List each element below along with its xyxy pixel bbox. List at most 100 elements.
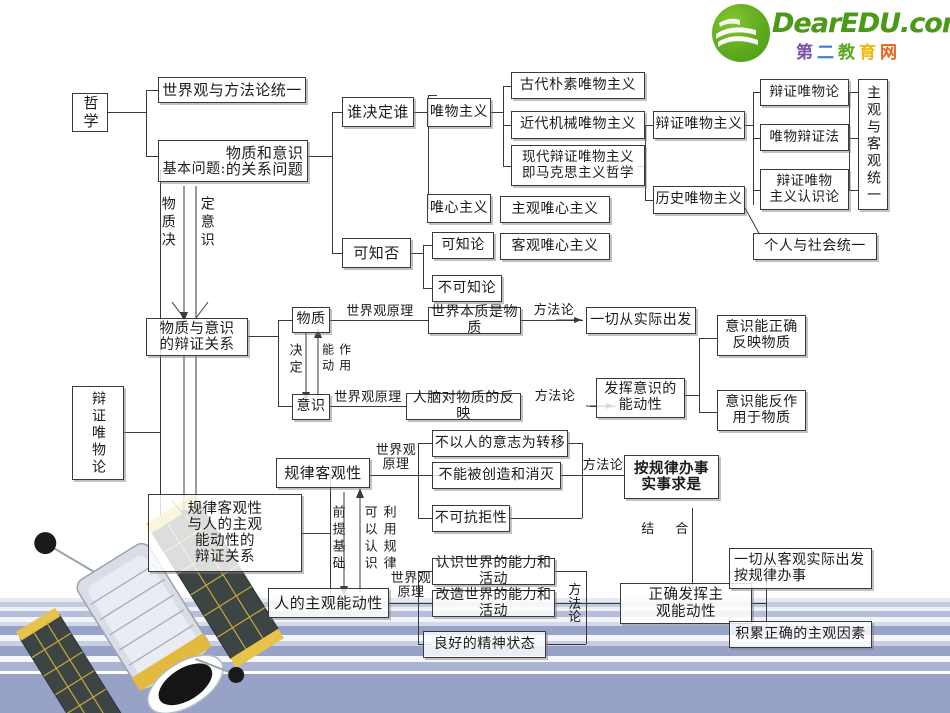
node-consciousness-reacts-on-matter[interactable]: 意识能反作 用于物质 [717, 390, 806, 431]
node-world-essence-is-matter[interactable]: 世界本质是物质 [428, 304, 521, 335]
node-not-transfer-by-will[interactable]: 不以人的意志为转移 [432, 430, 568, 457]
node-knowable-question[interactable]: 可知否 [342, 238, 411, 268]
connector [332, 253, 342, 254]
connector [428, 95, 437, 96]
connector [370, 475, 442, 476]
edge-label-worldview-principle-2: 世界观原理 [334, 390, 402, 405]
connector [330, 320, 428, 321]
logo-cn-char: 育 [859, 43, 880, 63]
node-act-by-law-seek-truth[interactable]: 按规律办事 实事求是 [624, 455, 719, 499]
connector [332, 112, 333, 253]
node-worldview-method-unity[interactable]: 世界观与方法论统一 [158, 77, 306, 103]
connector [418, 475, 432, 476]
node-consciousness[interactable]: 意识 [292, 394, 330, 420]
connector [124, 432, 160, 433]
node-knowable-theory[interactable]: 可知论 [432, 232, 494, 259]
node-cannot-be-created-destroyed[interactable]: 不能被创造和消灭 [432, 462, 561, 489]
node-good-spirit-state[interactable]: 良好的精神状态 [423, 631, 546, 658]
connector [418, 518, 432, 519]
node-philosophy[interactable]: 哲学 [72, 93, 108, 132]
node-brain-reflection-of-matter[interactable]: 人脑对物质的反映 [406, 390, 521, 421]
logo-wordmark: DearEDU.com [772, 8, 950, 39]
connector [278, 406, 292, 407]
node-materialist-dialectics[interactable]: 唯物辩证法 [760, 124, 849, 151]
edge-label-use-law: 利用规律 [380, 505, 396, 573]
edge-label-premise-basis: 前提基础 [329, 505, 345, 573]
node-modern-mechanical-materialism[interactable]: 近代机械唯物主义 [511, 111, 645, 139]
connector [568, 443, 582, 444]
connector [555, 571, 586, 572]
connector [685, 395, 699, 396]
node-dialectical-materialism-left[interactable]: 辩证唯物论 [72, 386, 124, 480]
node-consciousness-reflects-matter[interactable]: 意识能正确 反映物质 [717, 315, 806, 356]
node-dm-epistemology[interactable]: 辩证唯物 主义认识论 [760, 169, 849, 210]
connector [418, 443, 432, 444]
connector [491, 112, 503, 113]
node-modern-dialectical-materialism[interactable]: 现代辩证唯物主义 即马克思主义哲学 [511, 145, 645, 186]
connector [146, 90, 158, 91]
connector [278, 320, 292, 321]
connector [582, 475, 624, 476]
edge-label-worldview-principle-1: 世界观原理 [346, 304, 414, 319]
connector [753, 190, 760, 191]
node-law-objectivity[interactable]: 规律客观性 [276, 458, 370, 488]
connector [753, 92, 760, 93]
node-accumulate-subjective-factors[interactable]: 积累正确的主观因素 [729, 621, 872, 648]
connector [503, 125, 511, 126]
deardu-logo: DearEDU.com 第二教育网 [710, 2, 950, 64]
node-individual-society-unity[interactable]: 个人与社会统一 [753, 233, 877, 260]
connector [692, 508, 693, 590]
node-human-initiative[interactable]: 人的主观能动性 [268, 588, 389, 618]
node-start-from-reality[interactable]: 一切从实际出发 [586, 307, 696, 334]
connector [753, 92, 754, 205]
node-matter[interactable]: 物质 [292, 307, 330, 333]
edge-label-worldview-principle-3: 世界观 原理 [375, 443, 417, 473]
logo-swoosh-icon [716, 18, 758, 47]
node-ancient-naive-materialism[interactable]: 古代朴素唯物主义 [511, 72, 645, 99]
connector [561, 475, 582, 476]
connector [753, 138, 760, 139]
node-from-objective-reality[interactable]: 一切从客观实际出发 按规律办事 [729, 548, 872, 589]
node-materialism[interactable]: 唯物主义 [427, 98, 491, 127]
connector [308, 156, 332, 157]
node-cognize-world-ability[interactable]: 认识世界的能力和活动 [432, 555, 555, 586]
connector [423, 245, 424, 288]
basic-question-body: 物质和意识 的关系问题 [225, 143, 304, 178]
node-basic-question[interactable]: 基本问题:物质和意识 的关系问题 [158, 140, 308, 182]
connector [555, 603, 586, 604]
connector [752, 603, 766, 604]
node-matter-consciousness-relation[interactable]: 物质与意识 的辩证关系 [146, 318, 248, 356]
edge-label-active-role-b: 作用 [337, 343, 352, 375]
connector [418, 571, 419, 644]
node-subjective-idealism[interactable]: 主观唯心主义 [500, 196, 610, 223]
node-irresistible[interactable]: 不可抗拒性 [432, 505, 510, 532]
connector [849, 92, 850, 190]
connector [302, 533, 330, 534]
connector [745, 125, 753, 126]
connector [332, 112, 342, 113]
edge-label-decides: 决定 [286, 343, 302, 377]
basic-question-prefix: 基本问题: [162, 161, 226, 178]
edge-label-can-cognize: 可以认识 [361, 505, 377, 573]
node-exert-initiative-correctly[interactable]: 正确发挥主 观能动性 [620, 583, 752, 624]
edge-label-worldview-principle-4: 世界观 原理 [390, 571, 432, 601]
connector [418, 443, 419, 518]
connector [582, 443, 583, 518]
node-exert-consciousness-initiative[interactable]: 发挥意识的 能动性 [596, 378, 685, 418]
node-transform-world-ability[interactable]: 改造世界的能力和活动 [432, 587, 555, 618]
connector [645, 125, 646, 200]
node-subjective-objective-unity[interactable]: 主观与客观统一 [858, 79, 888, 210]
node-law-objectivity-and-initiative[interactable]: 规律客观性 与人的主观 能动性的 辩证关系 [148, 494, 302, 572]
node-dialectical-materialism[interactable]: 辩证唯物主义 [653, 111, 745, 139]
logo-cn-char: 教 [838, 43, 859, 63]
connector [411, 253, 423, 254]
node-dialectical-materialism-theory[interactable]: 辩证唯物论 [760, 79, 849, 106]
node-historical-materialism[interactable]: 历史唯物主义 [653, 186, 745, 214]
connector [248, 336, 278, 337]
node-who-decides[interactable]: 谁决定谁 [342, 97, 414, 127]
edge-label-active-role-a: 能动 [320, 343, 335, 375]
node-unknowable-theory[interactable]: 不可知论 [432, 275, 502, 302]
edge-label-matter-decides-b: 定意识 [198, 196, 215, 250]
node-objective-idealism[interactable]: 客观唯心主义 [500, 233, 610, 260]
node-idealism[interactable]: 唯心主义 [427, 194, 491, 223]
